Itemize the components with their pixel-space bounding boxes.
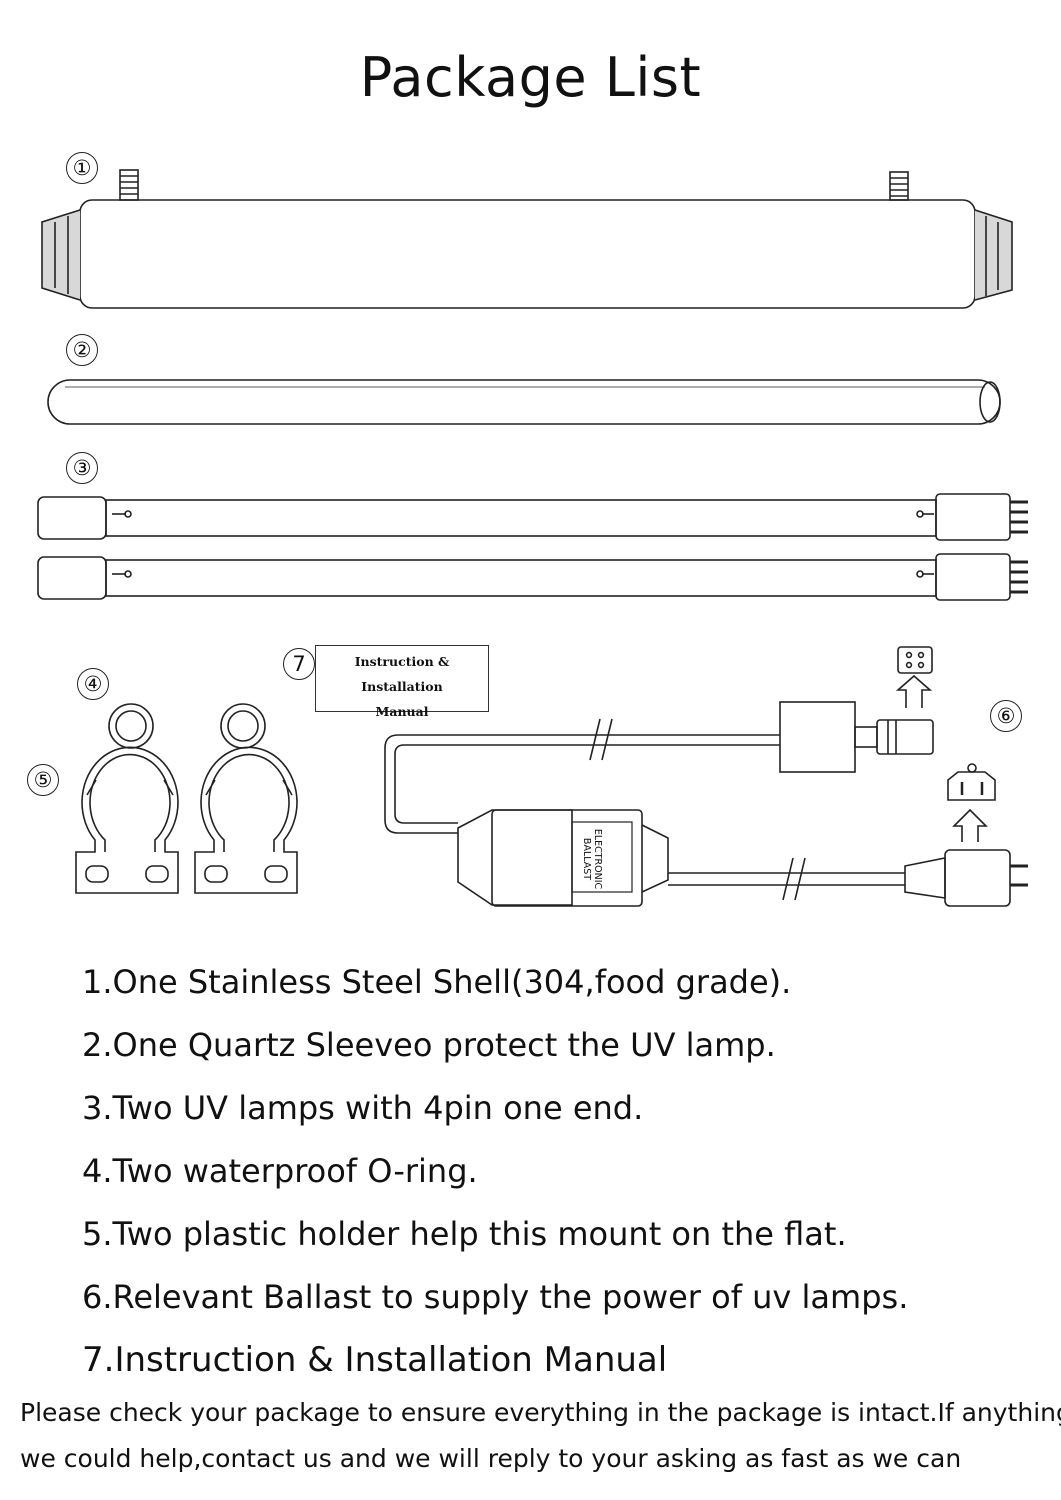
ballast-label: ELECTRONIC BALLAST xyxy=(581,826,603,892)
list-item: 6.Relevant Ballast to supply the power o… xyxy=(82,1278,909,1316)
note-line-2: we could help,contact us and we will rep… xyxy=(20,1444,962,1473)
manual-box: Instruction & Installation Manual xyxy=(315,645,489,719)
manual-line-2: Manual xyxy=(375,704,429,719)
list-item: 3.Two UV lamps with 4pin one end. xyxy=(82,1089,644,1127)
page-title: Package List xyxy=(359,46,702,109)
list-item: 4.Two waterproof O-ring. xyxy=(82,1152,478,1190)
callout-3: ③ xyxy=(66,452,98,484)
package-illustration xyxy=(37,169,1028,907)
list-item: 5.Two plastic holder help this mount on … xyxy=(82,1215,847,1253)
ballast-label-line-1: ELECTRONIC xyxy=(592,828,603,890)
list-item: 2.One Quartz Sleeveo protect the UV lamp… xyxy=(82,1026,776,1064)
quartz-sleeve-drawing xyxy=(47,379,1001,425)
callout-4: ④ xyxy=(77,668,109,700)
note-line-1: Please check your package to ensure ever… xyxy=(20,1398,1061,1427)
list-item: 7.Instruction & Installation Manual xyxy=(82,1340,668,1380)
ballast-drawing xyxy=(384,646,1028,907)
package-check-note: Please check your package to ensure ever… xyxy=(20,1390,1061,1482)
callout-5: ⑤ xyxy=(27,764,59,796)
callout-7: 7 xyxy=(283,648,315,680)
callout-6: ⑥ xyxy=(990,700,1022,732)
uv-lamp-drawing-1 xyxy=(37,493,1028,541)
steel-shell-drawing xyxy=(41,169,1013,309)
package-contents-list: 1.One Stainless Steel Shell(304,food gra… xyxy=(82,958,908,1399)
callout-1: ① xyxy=(66,152,98,184)
o-ring-drawing xyxy=(108,703,266,749)
ballast-label-line-2: BALLAST xyxy=(581,837,592,881)
list-item: 1.One Stainless Steel Shell(304,food gra… xyxy=(82,963,792,1001)
holder-drawing xyxy=(75,746,298,894)
manual-line-1: Instruction & Installation xyxy=(354,654,450,694)
uv-lamp-drawing-2 xyxy=(37,553,1028,601)
callout-2: ② xyxy=(66,334,98,366)
